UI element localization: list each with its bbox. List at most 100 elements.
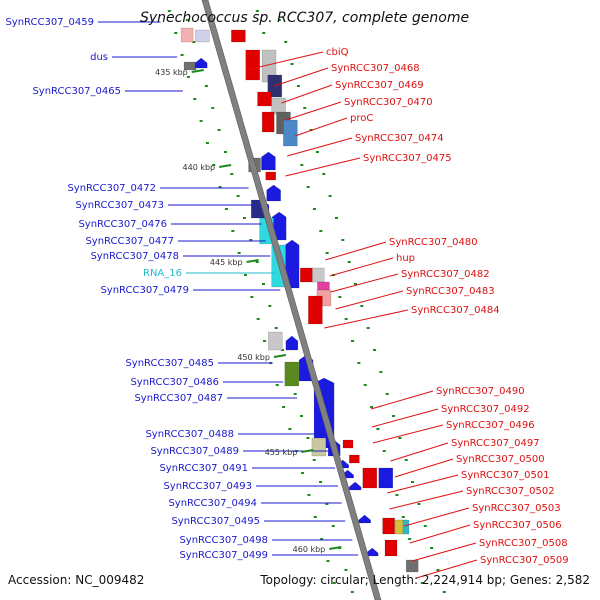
gene-arrow — [285, 335, 299, 351]
gene-block — [384, 539, 398, 557]
leader-line — [246, 51, 324, 71]
tick-dot — [185, 19, 189, 21]
tick-dot — [199, 120, 203, 122]
gene-label-right: SynRCC307_0480 — [389, 237, 478, 248]
tick-dot — [242, 217, 246, 219]
scale-label: 445 kbp — [210, 258, 243, 267]
tick-dot — [347, 261, 351, 263]
gene-block — [405, 559, 419, 573]
leader-line — [411, 542, 477, 562]
gene-label-left: SynRCC307_0495 — [171, 516, 260, 527]
tick-dot — [303, 107, 307, 109]
gene-label-left: SynRCC307_0491 — [159, 463, 248, 474]
tick-dot — [411, 481, 415, 483]
tick-dot — [284, 41, 288, 43]
tick-dot — [341, 239, 345, 241]
gene-label-left: SynRCC307_0498 — [179, 535, 268, 546]
gene-label-right: SynRCC307_0484 — [411, 305, 500, 316]
gene-label-left: SynRCC307_0494 — [168, 498, 257, 509]
gene-block — [311, 437, 327, 457]
tick-dot — [319, 230, 323, 232]
gene-label-right: proC — [350, 113, 373, 124]
tick-dot — [275, 384, 279, 386]
map-title: Synechococcus sp. RCC307, complete genom… — [140, 10, 469, 26]
leader-line — [394, 458, 454, 478]
leader-line — [387, 474, 459, 494]
gene-label-left: SynRCC307_0459 — [5, 17, 94, 28]
tick-dot — [186, 76, 190, 78]
gene-block — [195, 29, 210, 43]
leader-line — [324, 309, 409, 329]
tick-dot — [204, 85, 208, 87]
gene-block — [283, 119, 298, 147]
gene-arrow — [358, 514, 371, 524]
gene-label-left: SynRCC307_0478 — [90, 251, 179, 262]
tick-dot — [326, 560, 330, 562]
gene-block — [231, 29, 246, 43]
tick-dot — [223, 151, 227, 153]
tick-dot — [322, 173, 326, 175]
tick-dot — [344, 318, 348, 320]
gene-label-left: SynRCC307_0476 — [78, 219, 167, 230]
scale-tick — [191, 69, 204, 73]
tick-dot — [277, 19, 281, 21]
leader-line — [371, 408, 439, 428]
scale-tick — [218, 164, 232, 168]
leader-line — [325, 241, 387, 261]
gene-label-right: SynRCC307_0497 — [451, 438, 540, 449]
tick-dot — [205, 142, 209, 144]
gene-label-right: cbiQ — [326, 47, 349, 58]
gene-label-right: SynRCC307_0482 — [401, 269, 490, 280]
tick-dot — [382, 450, 386, 452]
leader-line — [416, 559, 478, 579]
tick-dot — [385, 393, 389, 395]
tick-dot — [420, 582, 424, 584]
gene-arrow — [261, 151, 276, 171]
tick-dot — [290, 63, 294, 65]
leader-line — [285, 157, 361, 177]
gene-arrow — [348, 481, 362, 491]
gene-label-left: SynRCC307_0499 — [179, 550, 268, 561]
leader-line — [404, 507, 470, 527]
leader-line — [335, 290, 404, 310]
gene-label-right: SynRCC307_0492 — [441, 404, 530, 415]
gene-label-left: SynRCC307_0488 — [145, 429, 234, 440]
gene-label-right: SynRCC307_0500 — [456, 454, 545, 465]
tick-dot — [211, 107, 215, 109]
gene-label-left: SynRCC307_0479 — [100, 285, 189, 296]
tick-dot — [193, 98, 197, 100]
gene-label-left: SynRCC307_0472 — [67, 183, 156, 194]
tick-dot — [353, 283, 357, 285]
gene-block — [245, 49, 260, 81]
gene-label-left: SynRCC307_0473 — [75, 200, 164, 211]
tick-dot — [282, 406, 286, 408]
tick-dot — [404, 459, 408, 461]
gene-label-right: SynRCC307_0508 — [479, 538, 568, 549]
gene-block — [349, 454, 360, 464]
leader-line — [274, 67, 329, 87]
tick-dot — [408, 538, 412, 540]
tick-dot — [249, 239, 253, 241]
tick-dot — [392, 415, 396, 417]
leader-line — [329, 257, 394, 277]
tick-dot — [319, 481, 323, 483]
tick-dot — [325, 252, 329, 254]
gene-label-left: SynRCC307_0465 — [32, 86, 121, 97]
tick-dot — [217, 129, 221, 131]
gene-label-left: SynRCC307_0489 — [150, 446, 239, 457]
tick-dot — [320, 538, 324, 540]
gene-label-right: SynRCC307_0483 — [406, 286, 495, 297]
leader-line — [370, 390, 434, 410]
tick-dot — [360, 305, 364, 307]
tick-dot — [192, 41, 196, 43]
scale-tick — [329, 546, 342, 550]
scale-tick — [246, 259, 259, 263]
tick-dot — [366, 327, 370, 329]
tick-dot — [262, 32, 266, 34]
gene-label-right: SynRCC307_0501 — [461, 470, 550, 481]
scale-tick — [273, 354, 287, 358]
gene-block — [342, 439, 354, 449]
tick-dot — [315, 151, 319, 153]
gene-arrow — [194, 57, 208, 69]
